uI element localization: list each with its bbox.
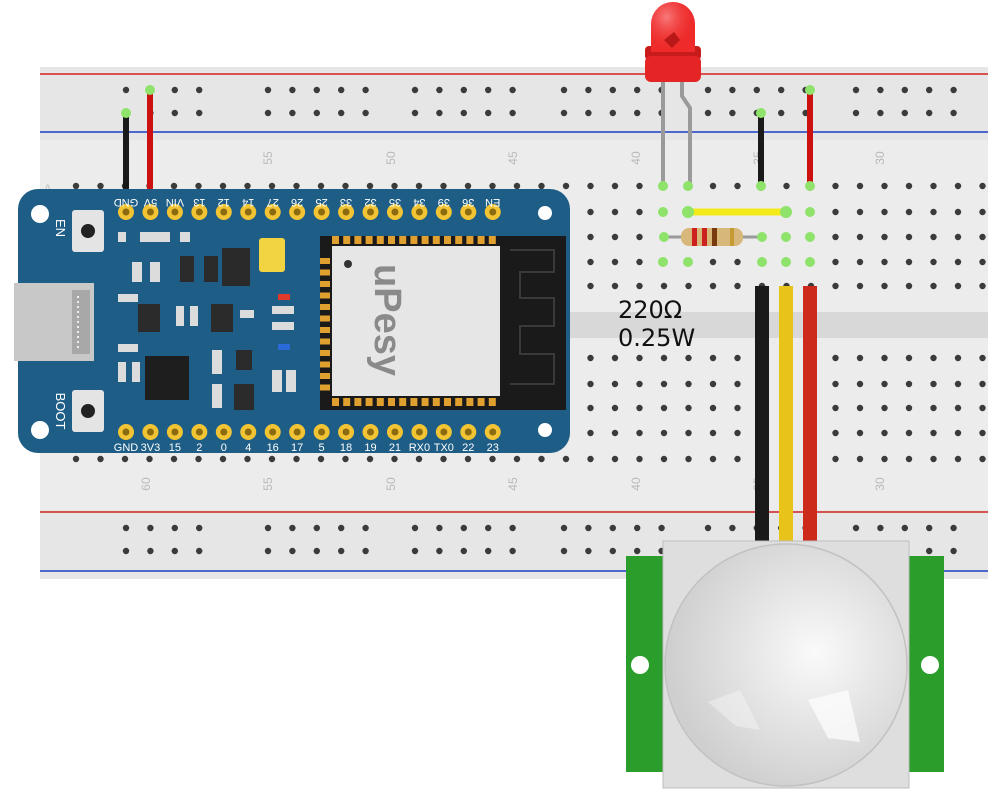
top-pin-label: 33 — [340, 196, 352, 208]
top-pin-label: 35 — [389, 196, 401, 208]
bottom-pin-label: 23 — [487, 442, 499, 454]
top-pin-label: 34 — [413, 196, 425, 208]
bottom-pin-label: 16 — [267, 442, 279, 454]
column-number-bottom: 45 — [506, 477, 520, 491]
en-button — [72, 210, 104, 252]
top-pin-label: EN — [485, 196, 500, 208]
en-label: EN — [53, 219, 68, 237]
top-pin-label: GND — [114, 196, 139, 208]
bottom-pin-label: RX0 — [409, 442, 430, 454]
column-number-bottom: 40 — [629, 477, 643, 491]
bottom-pin-label: 15 — [169, 442, 181, 454]
bottom-pin-label: GND — [114, 442, 139, 454]
top-pin-label: 26 — [291, 196, 303, 208]
bottom-pin-label: 18 — [340, 442, 352, 454]
bottom-pin-label: 19 — [364, 442, 376, 454]
resistor-icon — [664, 228, 762, 246]
bottom-pin-label: 2 — [196, 442, 202, 454]
boot-label: BOOT — [53, 393, 68, 430]
column-number-bottom: 60 — [139, 477, 153, 491]
column-number-top: 30 — [873, 151, 887, 165]
bottom-pin-label: 4 — [245, 442, 251, 454]
resistor-power: 0.25W — [618, 324, 696, 352]
top-pin-label: 27 — [267, 196, 279, 208]
top-pin-label: VIN — [166, 196, 184, 208]
top-pin-label: 12 — [218, 196, 230, 208]
bottom-pin-label: 0 — [221, 442, 227, 454]
boot-button — [72, 390, 104, 432]
column-number-bottom: 30 — [873, 477, 887, 491]
column-number-bottom: 50 — [384, 477, 398, 491]
column-number-bottom: 55 — [261, 477, 275, 491]
top-pin-label: 14 — [242, 196, 254, 208]
top-pin-label: 5V — [143, 196, 157, 208]
column-number-top: 55 — [261, 151, 275, 165]
led-icon — [645, 1, 701, 186]
bottom-pin-label: 5 — [319, 442, 325, 454]
bottom-pin-label: 3V3 — [141, 442, 161, 454]
bottom-pin-label: TX0 — [434, 442, 454, 454]
esp32-board-icon: EN BOOT — [14, 189, 570, 454]
bottom-pin-label: 22 — [462, 442, 474, 454]
top-pin-label: 39 — [438, 196, 450, 208]
top-pin-label: 25 — [315, 196, 327, 208]
resistor-label: 220Ω 0.25W — [618, 296, 695, 352]
top-pin-label: 32 — [364, 196, 376, 208]
resistor-value: 220Ω — [618, 296, 683, 324]
top-pin-label: 36 — [462, 196, 474, 208]
pir-sensor-icon — [626, 540, 944, 789]
upesy-logo: uPesy — [366, 264, 408, 376]
bottom-pin-label: 17 — [291, 442, 303, 454]
column-number-top: 45 — [506, 151, 520, 165]
column-number-top: 50 — [384, 151, 398, 165]
bottom-pin-label: 21 — [389, 442, 401, 454]
top-pin-label: 13 — [193, 196, 205, 208]
column-number-top: 40 — [629, 151, 643, 165]
